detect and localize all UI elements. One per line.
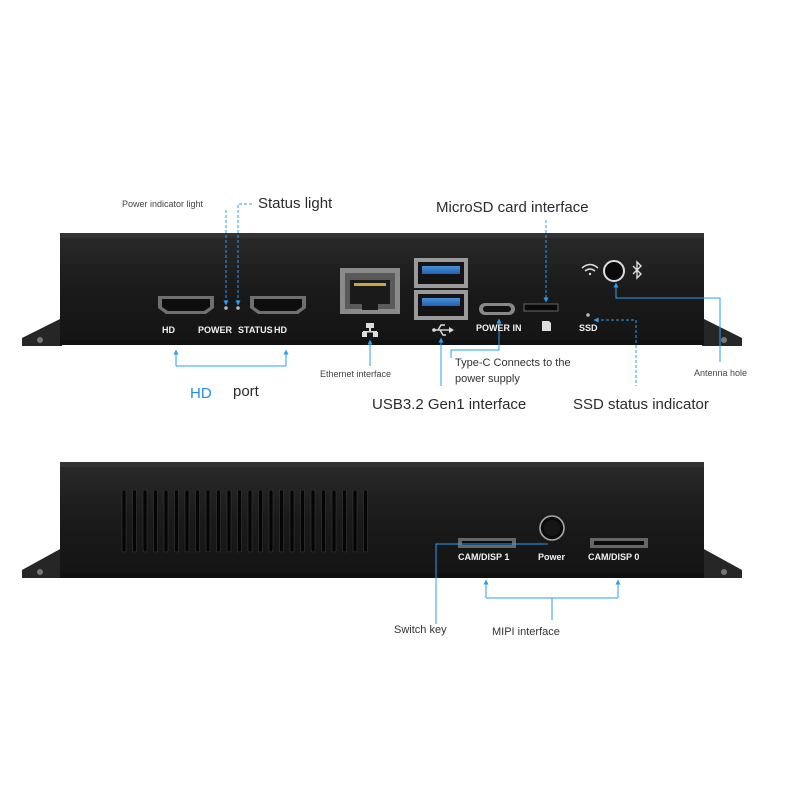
back-right-mounting-ear bbox=[702, 548, 742, 578]
vent-slot bbox=[321, 489, 326, 553]
vent-slot bbox=[205, 489, 211, 553]
back-case-bottom-edge bbox=[60, 573, 704, 578]
microsd-slot[interactable] bbox=[523, 303, 559, 312]
usb-interface-label: USB3.2 Gen1 interface bbox=[372, 396, 527, 413]
hdmi-port-right[interactable] bbox=[250, 296, 306, 314]
back-panel bbox=[22, 462, 742, 578]
ssd-port-label: SSD bbox=[579, 323, 598, 333]
back-case-top-edge bbox=[60, 462, 704, 467]
usb-port-top[interactable] bbox=[414, 258, 468, 288]
bluetooth-icon bbox=[632, 260, 642, 280]
wifi-icon bbox=[581, 263, 599, 276]
status-light-label: Status light bbox=[258, 195, 333, 212]
front-case-bottom-edge bbox=[60, 340, 704, 345]
usb-port-bottom[interactable] bbox=[414, 290, 468, 320]
cam-disp-0-port-label: CAM/DISP 0 bbox=[588, 552, 640, 562]
callout-lines bbox=[173, 203, 721, 624]
vent-slot bbox=[352, 489, 358, 553]
power-button[interactable] bbox=[539, 515, 565, 541]
ventilation-grille bbox=[121, 489, 368, 553]
mipi-interface-label: MIPI interface bbox=[492, 626, 560, 638]
power-indicator-light-label: Power indicator light bbox=[122, 199, 204, 209]
cam-disp-1-port-label: CAM/DISP 1 bbox=[458, 552, 510, 562]
front-panel bbox=[22, 233, 742, 346]
ethernet-port[interactable] bbox=[340, 268, 400, 314]
back-left-ear-screw-hole bbox=[37, 569, 43, 575]
type-c-label-line2: power supply bbox=[455, 373, 520, 385]
vent-slot bbox=[132, 489, 137, 553]
vent-slot bbox=[289, 489, 295, 553]
vent-slot bbox=[310, 489, 316, 553]
usb-icon bbox=[432, 324, 454, 336]
vent-slot bbox=[300, 489, 305, 553]
vent-slot bbox=[268, 489, 274, 553]
ssd-status-indicator-label: SSD status indicator bbox=[573, 396, 709, 413]
vent-slot bbox=[142, 489, 148, 553]
status-port-label: STATUS bbox=[238, 325, 273, 335]
status-led bbox=[236, 306, 240, 310]
vent-slot bbox=[184, 489, 190, 553]
vent-slot bbox=[258, 489, 263, 553]
front-case-top-edge bbox=[60, 233, 704, 238]
antenna-hole[interactable] bbox=[603, 260, 625, 282]
cam-disp-0-connector[interactable] bbox=[590, 538, 648, 548]
microsd-card-interface-label: MicroSD card interface bbox=[436, 199, 589, 216]
vent-slot bbox=[153, 489, 158, 553]
port-label: port bbox=[233, 383, 259, 400]
cam-disp-1-connector[interactable] bbox=[458, 538, 516, 548]
power-port-label: POWER bbox=[198, 325, 233, 335]
vent-slot bbox=[163, 489, 169, 553]
vent-slot bbox=[331, 489, 337, 553]
vent-slot bbox=[174, 489, 179, 553]
sd-card-icon bbox=[542, 321, 551, 331]
left-ear-screw-hole bbox=[37, 337, 43, 343]
hd-right-port-label: HD bbox=[274, 325, 287, 335]
type-c-power-port[interactable] bbox=[479, 303, 515, 315]
power-led bbox=[224, 306, 228, 310]
vent-slot bbox=[121, 489, 127, 553]
power-button-label: Power bbox=[538, 552, 566, 562]
ssd-led bbox=[586, 313, 590, 317]
right-ear-screw-hole bbox=[721, 337, 727, 343]
type-c-label-line1: Type-C Connects to the bbox=[455, 357, 571, 369]
vent-slot bbox=[342, 489, 347, 553]
antenna-hole-label: Antenna hole bbox=[694, 368, 748, 378]
back-right-ear-screw-hole bbox=[721, 569, 727, 575]
back-left-mounting-ear bbox=[22, 548, 62, 578]
power-in-port-label: POWER IN bbox=[476, 323, 522, 333]
vent-slot bbox=[226, 489, 232, 553]
left-mounting-ear bbox=[22, 318, 62, 346]
vent-slot bbox=[216, 489, 221, 553]
hdmi-port-left[interactable] bbox=[158, 296, 214, 314]
hd-left-port-label: HD bbox=[162, 325, 175, 335]
switch-key-label: Switch key bbox=[394, 624, 447, 636]
vent-slot bbox=[247, 489, 253, 553]
vent-slot bbox=[279, 489, 284, 553]
right-mounting-ear bbox=[702, 318, 742, 346]
hd-label: HD bbox=[190, 385, 212, 402]
ethernet-icon bbox=[362, 323, 378, 337]
vent-slot bbox=[363, 489, 368, 553]
vent-slot bbox=[237, 489, 242, 553]
vent-slot bbox=[195, 489, 200, 553]
ethernet-interface-label: Ethernet interface bbox=[320, 369, 392, 379]
